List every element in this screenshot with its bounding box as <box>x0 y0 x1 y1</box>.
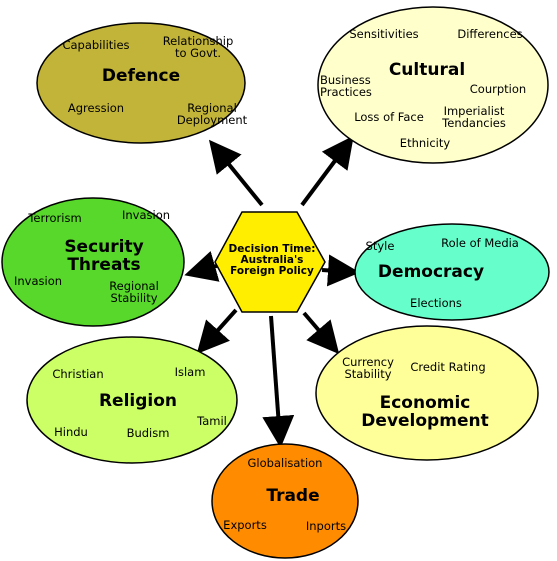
economic-item-credit-rating: Credit Rating <box>410 360 486 374</box>
arrow-to-democracy <box>321 254 360 287</box>
democracy-node <box>354 223 550 321</box>
religion-item-budism: Budism <box>126 426 170 440</box>
defence-item-regional-deployment: Regional Deployment <box>176 101 248 127</box>
defence-item-relationship: Relationship to Govt. <box>162 34 234 60</box>
security-threats-node <box>1 197 185 327</box>
center-line-2: Australia's <box>240 254 304 266</box>
trade-node <box>211 443 359 559</box>
arrow-to-economic <box>302 311 340 355</box>
cultural-item-ethnicity: Ethnicity <box>399 136 451 150</box>
cultural-item-sensitivities: Sensitivities <box>349 27 419 41</box>
economic-item-currency-stability: Currency Stability <box>342 355 394 381</box>
trade-item-inports: Inports <box>305 519 347 533</box>
security-item-invasion-top: Invasion <box>121 208 171 222</box>
democracy-title: Democracy <box>377 262 485 282</box>
democracy-item-style: Style <box>365 239 395 253</box>
defence-node <box>36 22 246 144</box>
arrow-to-defence <box>208 139 264 207</box>
arrow-to-security <box>184 251 221 282</box>
arrow-to-religion <box>196 308 238 354</box>
defence-item-capabilities: Capabilities <box>62 38 130 52</box>
democracy-item-elections: Elections <box>410 296 462 310</box>
cultural-title: Cultural <box>388 60 466 80</box>
religion-item-hindu: Hindu <box>54 425 88 439</box>
arrow-to-trade <box>262 315 295 448</box>
security-item-terrorism: Terrorism <box>28 211 82 225</box>
economic-development-node <box>315 325 539 461</box>
democracy-item-role-of-media: Role of Media <box>441 236 519 250</box>
trade-title: Trade <box>266 486 320 506</box>
cultural-item-loss-of-face: Loss of Face <box>354 110 424 124</box>
cultural-item-differences: Differences <box>457 27 523 41</box>
cultural-node <box>317 6 549 164</box>
cultural-item-courption: Courption <box>469 82 527 96</box>
religion-node <box>26 336 238 464</box>
center-line-1: Decision Time: <box>228 243 316 255</box>
security-item-invasion-left: Invasion <box>13 274 63 288</box>
religion-title: Religion <box>98 391 178 411</box>
economic-development-title: Economic Development <box>361 393 489 431</box>
defence-title: Defence <box>101 66 181 86</box>
religion-item-tamil: Tamil <box>197 414 227 428</box>
center-line-3: Foreign Policy <box>230 265 314 277</box>
trade-item-exports: Exports <box>223 518 267 532</box>
defence-item-agression: Agression <box>67 101 125 115</box>
religion-item-christian: Christian <box>52 367 104 381</box>
cultural-item-business-practices: Business Practices <box>320 73 372 99</box>
trade-item-globalisation: Globalisation <box>247 456 323 470</box>
security-item-regional-stability: Regional Stability <box>109 279 159 305</box>
center-label: Decision Time: Australia's Foreign Polic… <box>220 244 324 277</box>
security-threats-title: Security Threats <box>64 237 144 275</box>
cultural-item-imperialist-tendancies: Imperialist Tendancies <box>442 104 506 130</box>
religion-item-islam: Islam <box>174 365 206 379</box>
center-hexagon <box>214 211 326 313</box>
arrow-to-cultural <box>300 135 354 207</box>
